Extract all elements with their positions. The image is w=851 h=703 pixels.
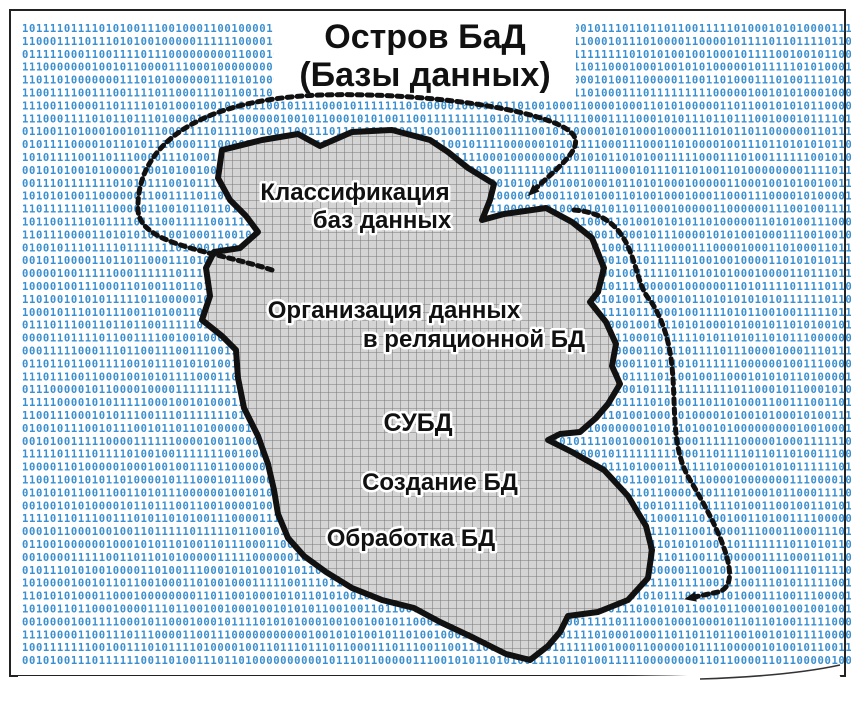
label-classification-line-2: баз данных — [313, 207, 452, 234]
binary-row: 1001111111001001110101111010000100110111… — [22, 642, 851, 654]
binary-row: 1110001111010110111010000101111000000100… — [22, 113, 851, 125]
page-curl-edge — [699, 664, 841, 680]
label-organization-line-2: в реляционной БД — [363, 326, 585, 353]
title-line-2: (Базы данных) — [299, 56, 550, 94]
page-curl — [18, 664, 846, 702]
title-line-1: Остров БаД — [324, 18, 525, 56]
binary-row: 1110011000011011110101000100101101100101… — [22, 100, 851, 112]
binary-row: 1111000011001110111000011001110000000000… — [22, 629, 851, 641]
binary-row: 0010100111011111100110100111011010000000… — [22, 655, 851, 667]
label-dbms: СУБД — [383, 409, 452, 437]
title-area — [274, 12, 576, 98]
label-organization-line-1: Организация данных — [268, 297, 521, 324]
label-creation: Создание БД — [362, 469, 518, 496]
route-path-right — [571, 207, 733, 602]
binary-row: 0110011010001001011100011110111100100110… — [22, 126, 851, 138]
label-classification-line-1: Классификация — [260, 179, 449, 206]
route-path-top — [135, 92, 578, 273]
island-shape — [199, 127, 655, 663]
label-processing: Обработка БД — [327, 525, 496, 552]
